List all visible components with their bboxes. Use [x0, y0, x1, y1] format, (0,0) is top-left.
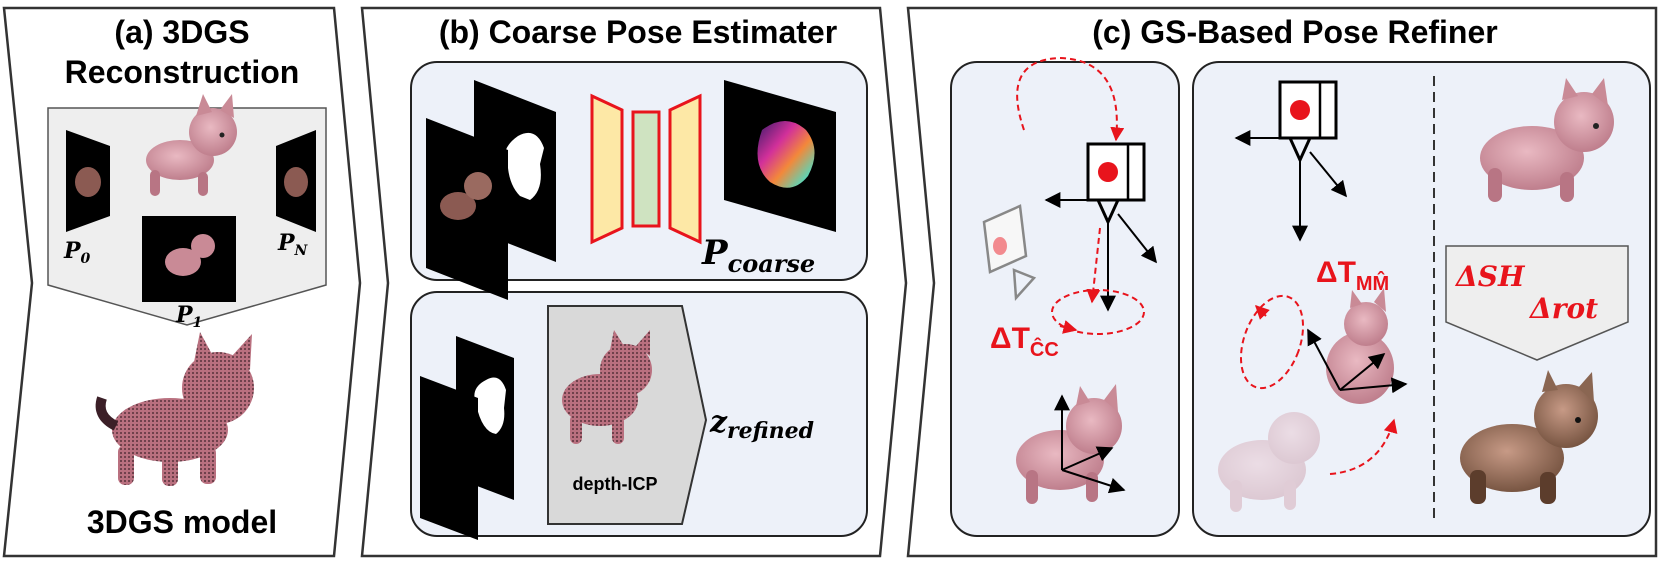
- label-delta-t-cc: ΔTĈC: [990, 322, 1059, 361]
- 3dgs-model-cat: [95, 332, 254, 486]
- appearance-update-box: [1445, 245, 1629, 361]
- render-transfer-arrow: [1329, 418, 1398, 475]
- cat-with-axes-right: [1307, 288, 1408, 404]
- camera-transfer-arrow: [1016, 56, 1125, 142]
- view-p0-image: [66, 130, 110, 232]
- panel-a-title-line1: (a) 3DGS: [114, 14, 250, 50]
- rotation-ellipse-left: [1051, 289, 1145, 335]
- refiner-camera-icon: [1234, 80, 1348, 242]
- encoder-decoder-network: [590, 93, 702, 245]
- panel-a-title-line2: Reconstruction: [64, 54, 300, 90]
- label-delta-sh: ΔSH: [1454, 260, 1526, 293]
- target-camera-icon: [1044, 142, 1157, 312]
- label-pn: PN: [277, 230, 309, 259]
- cat-render-icon: [146, 94, 237, 196]
- source-camera-icon: [982, 204, 1037, 302]
- panel-c-title: (c) GS-Based Pose Refiner: [1092, 14, 1498, 50]
- cat-render-top: [1480, 78, 1614, 202]
- panel-b-title: (b) Coarse Pose Estimater: [438, 14, 838, 50]
- panel-a: P0 PN P1: [2, 6, 362, 558]
- input-image-stack: [426, 80, 556, 300]
- label-p0: P0: [63, 238, 91, 267]
- rotation-ellipse-right: [1239, 294, 1305, 390]
- rotation-arrowhead-left: [1059, 320, 1078, 334]
- view-p1-image: [142, 216, 236, 302]
- label-p-coarse: Pcoarse: [701, 233, 815, 278]
- label-delta-rot: Δrot: [1528, 292, 1598, 325]
- panel-a-model-label: 3DGS model: [86, 504, 278, 540]
- panel-b: Pcoarse depth-ICP zrefined: [360, 6, 908, 558]
- label-delta-t-mm: ΔTMM̂: [1316, 256, 1389, 295]
- label-z-refined: zrefined: [709, 405, 814, 444]
- cat-real-bottom: [1460, 370, 1598, 504]
- ghost-cat-render: [1218, 412, 1320, 512]
- depth-icp-box: depth-ICP: [547, 305, 708, 525]
- panel-c: ΔTĈC ΔTMM̂: [906, 6, 1658, 558]
- mask-image-stack: [420, 336, 514, 540]
- label-p1: P1: [175, 302, 202, 331]
- coarse-pose-map: [724, 80, 836, 232]
- view-pn-image: [276, 130, 316, 232]
- rotation-arrowhead-right: [1255, 305, 1270, 320]
- cat-with-axes-left: [1016, 384, 1126, 504]
- label-depth-icp: depth-ICP: [573, 474, 658, 494]
